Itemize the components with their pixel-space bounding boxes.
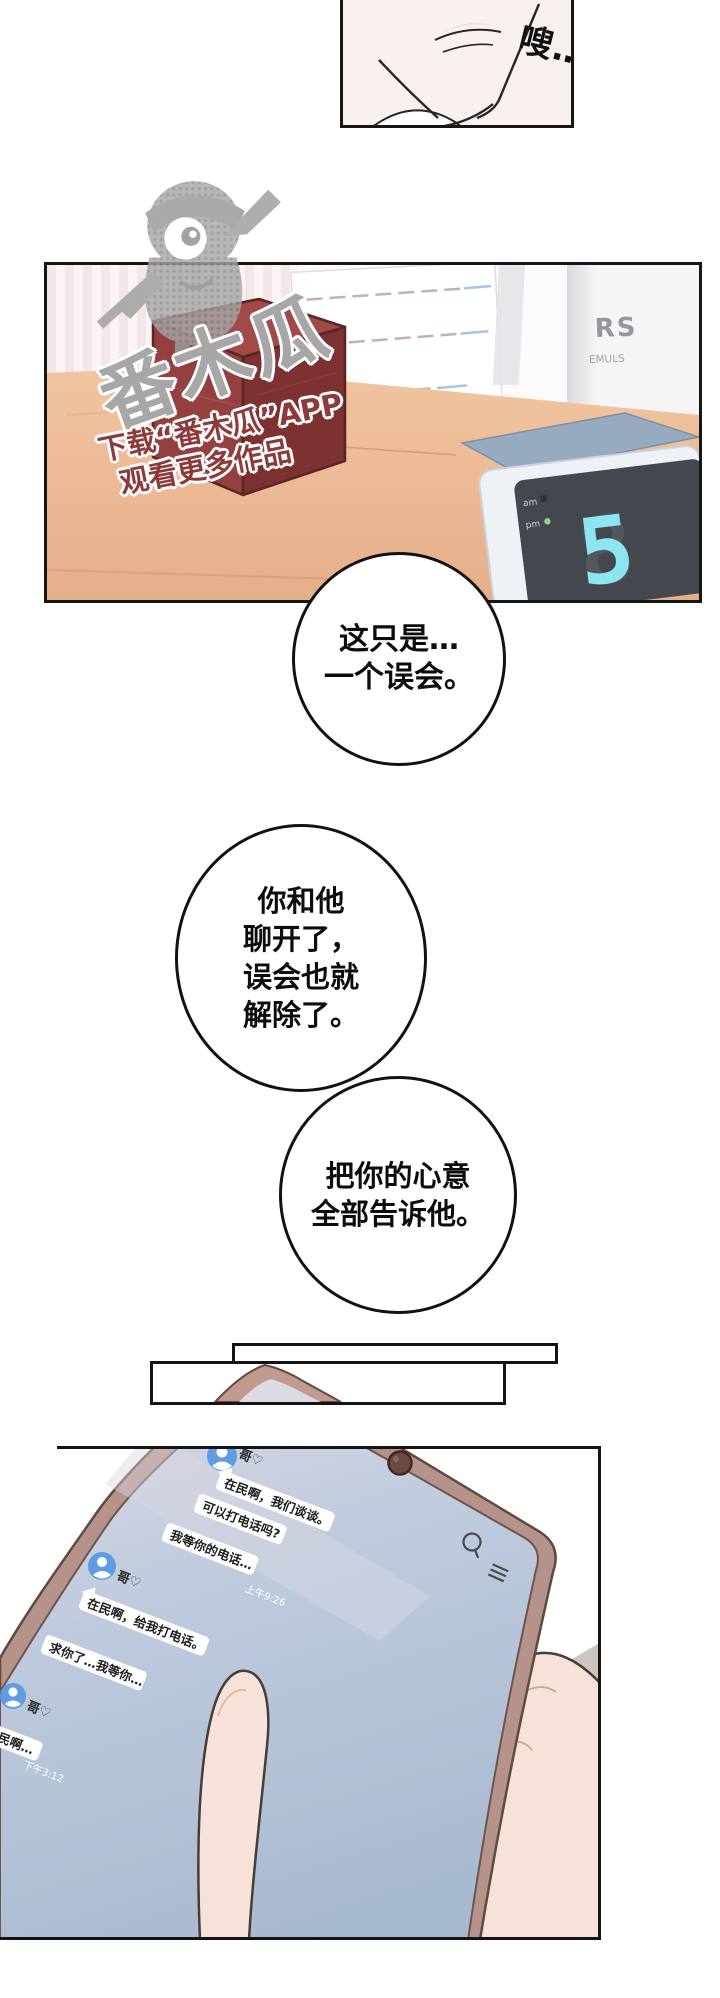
speech-bubble-2: 你和他 聊开了， 误会也就 解除了。 — [175, 824, 427, 1092]
bubble1-line2: 一个误会。 — [324, 660, 474, 695]
speech-bubble-3: 把你的心意 全部告诉他。 — [279, 1076, 517, 1314]
avatar — [88, 1552, 116, 1580]
clock-ghost-digit: 8 — [572, 494, 640, 600]
bottle-label-2: EMULS — [589, 353, 626, 366]
chat-toolbar — [462, 1532, 509, 1583]
red-box — [151, 297, 347, 497]
avatar — [0, 1683, 26, 1709]
menu-icon — [487, 1563, 509, 1583]
bubble2-line1: 你和他 — [257, 884, 345, 918]
panel-border — [598, 1446, 601, 1940]
avatar — [207, 1446, 237, 1471]
shelf-edge — [492, 265, 525, 385]
clock-digit: 5 — [572, 494, 640, 600]
bottle-label-1: RS — [594, 313, 638, 344]
alarm-clock: am pm 8 5 — [459, 412, 699, 600]
panel-border — [0, 1937, 601, 1940]
panel-phone-chat: 哥♡ 在民啊，我们谈谈。 可以打电话吗? 我等你的电话… 上午9:26 — [0, 1446, 601, 1940]
clock-pm-label: pm — [525, 519, 541, 531]
phone-screen — [0, 1446, 539, 1940]
panel-border — [57, 1446, 601, 1449]
bubble2-line4: 解除了。 — [242, 998, 359, 1032]
speech-bubble-1: 这只是… 一个误会。 — [292, 552, 506, 766]
search-icon — [462, 1532, 482, 1559]
desk-art: RS EMULS am pm 8 5 — [47, 265, 699, 600]
panel-desk-scene: RS EMULS am pm 8 5 — [44, 262, 702, 603]
bubble3-line2: 全部告诉他。 — [310, 1197, 485, 1231]
fingertip — [197, 1669, 270, 1940]
phone-corner-peek — [213, 1364, 342, 1402]
bubble2-line2: 聊开了， — [242, 922, 359, 956]
phone-camera-icon — [387, 1450, 413, 1476]
empty-strip-panel-front — [150, 1361, 506, 1405]
bubble2-line3: 误会也就 — [242, 960, 359, 994]
bubble1-line1: 这只是… — [339, 622, 459, 657]
panel-face-closeup: 嗖… — [340, 0, 574, 128]
clock-am-label: am — [523, 497, 538, 509]
phone — [0, 1446, 557, 1940]
face-art — [343, 0, 571, 125]
phone-art: 哥♡ 在民啊，我们谈谈。 可以打电话吗? 我等你的电话… 上午9:26 — [0, 1446, 601, 1940]
bubble3-line1: 把你的心意 — [325, 1159, 471, 1193]
